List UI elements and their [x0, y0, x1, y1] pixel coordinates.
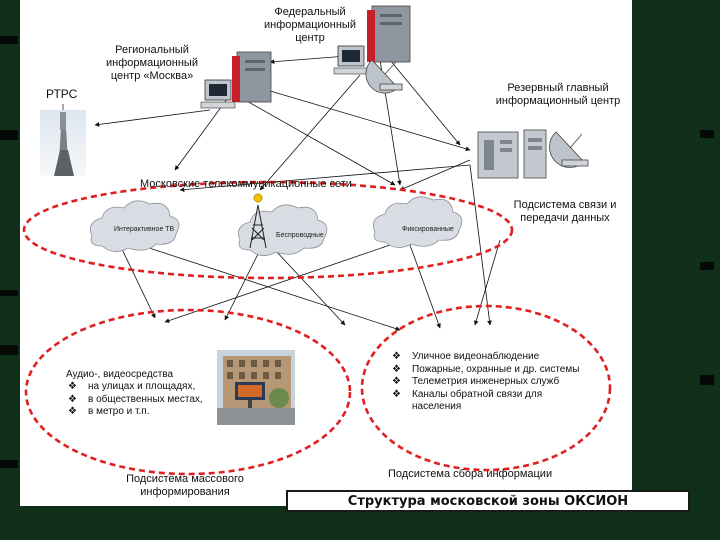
- arrow-federal-reserve: [389, 59, 461, 146]
- arrow-tv-collection: [139, 244, 401, 331]
- mass-media-heading: Аудио-, видеосредства: [66, 369, 174, 380]
- interactive-tv-label: Интерактивное ТВ: [114, 226, 175, 233]
- mass-info-ellipse: [24, 308, 352, 476]
- info-collection-subsystem-label: Подсистема сбора информации: [388, 468, 553, 480]
- decor-stripe: [0, 130, 18, 140]
- arrow-regional-networks-2: [244, 99, 396, 186]
- satellite-dish-icon: [365, 59, 403, 94]
- reserve-center-label: Резервный главный информационный центр: [495, 82, 621, 107]
- comm-subsystem-ellipse: [22, 180, 514, 280]
- comm-subsystem-label: Подсистема связи и передачи данных: [513, 199, 617, 224]
- list-item: ❖в метро и т.п.: [68, 406, 150, 417]
- server-icon: [367, 5, 411, 63]
- arrow-regional-rtrs: [94, 109, 211, 127]
- server-icon: [477, 131, 519, 179]
- wireless-label: Беспроводные: [276, 232, 324, 239]
- bullet-icon: ❖: [68, 393, 77, 405]
- bullet-icon: ❖: [68, 406, 77, 417]
- list-item: ❖в общественных местах,: [68, 393, 203, 405]
- rtrs-label: РТРС: [46, 87, 78, 101]
- moscow-networks-label: Московские телекоммуникационные сети: [140, 178, 352, 190]
- decor-stripe: [700, 130, 714, 138]
- arrow-reserve-collection: [469, 164, 492, 326]
- arrow-reserve-networks: [399, 159, 471, 191]
- satellite-dish-icon: [549, 131, 589, 168]
- list-item: ❖Каналы обратной связи для населения: [392, 388, 543, 413]
- info-collection-ellipse: [360, 304, 612, 472]
- server-icon: [523, 129, 547, 179]
- regional-center-label: Региональный информационный центр «Москв…: [106, 44, 198, 82]
- arrow-fixed-collection: [409, 244, 441, 329]
- antenna-tower-icon: [249, 193, 267, 249]
- cloud-icon: [372, 196, 463, 248]
- mass-media-list: ❖на улицах и площадях, ❖в общественных м…: [66, 381, 203, 419]
- bullet-icon: ❖: [68, 381, 77, 392]
- cloud-icon: [237, 204, 328, 256]
- decor-stripe: [0, 345, 18, 355]
- arrow-wireless-collection: [274, 249, 346, 326]
- info-collection-list: ❖Уличное видеонаблюдение ❖Пожарные, охра…: [390, 351, 579, 414]
- arrow-comm-collection: [473, 239, 501, 326]
- decor-stripe: [0, 36, 18, 44]
- monitor-icon: [200, 79, 236, 109]
- list-item: ❖Уличное видеонаблюдение: [392, 351, 540, 362]
- arrow-federal-wireless: [259, 74, 361, 191]
- list-item: ❖на улицах и площадях,: [68, 381, 196, 392]
- slide-caption: Структура московской зоны ОКСИОН: [286, 490, 690, 512]
- bullet-icon: ❖: [392, 388, 401, 400]
- diagram-panel: [20, 0, 632, 506]
- arrow-tv-mass: [119, 244, 156, 319]
- federal-center-label: Федеральный информационный центр: [264, 6, 356, 44]
- billboard-photo: [217, 350, 295, 425]
- arrow-wireless-mass: [224, 249, 261, 321]
- cloud-icon: [89, 200, 180, 252]
- list-item: ❖Пожарные, охранные и др. системы: [392, 363, 580, 375]
- list-item: ❖Телеметрия инженерных служб: [392, 376, 560, 387]
- tv-tower-photo: [40, 104, 86, 176]
- fixed-label: Фиксированные: [402, 226, 454, 233]
- monitor-icon: [333, 45, 369, 75]
- decor-stripe: [0, 290, 18, 296]
- mass-info-subsystem-label: Подсистема массового информирования: [126, 473, 244, 498]
- bullet-icon: ❖: [392, 363, 401, 375]
- arrow-reserve-networks-2: [179, 164, 471, 193]
- bullet-icon: ❖: [392, 351, 401, 362]
- decor-stripe: [700, 375, 714, 385]
- decor-stripe: [0, 460, 18, 468]
- bullet-icon: ❖: [392, 376, 401, 387]
- arrow-regional-reserve: [259, 87, 471, 152]
- server-icon: [232, 51, 272, 103]
- decor-stripe: [700, 262, 714, 270]
- connection-arrows: [94, 54, 501, 331]
